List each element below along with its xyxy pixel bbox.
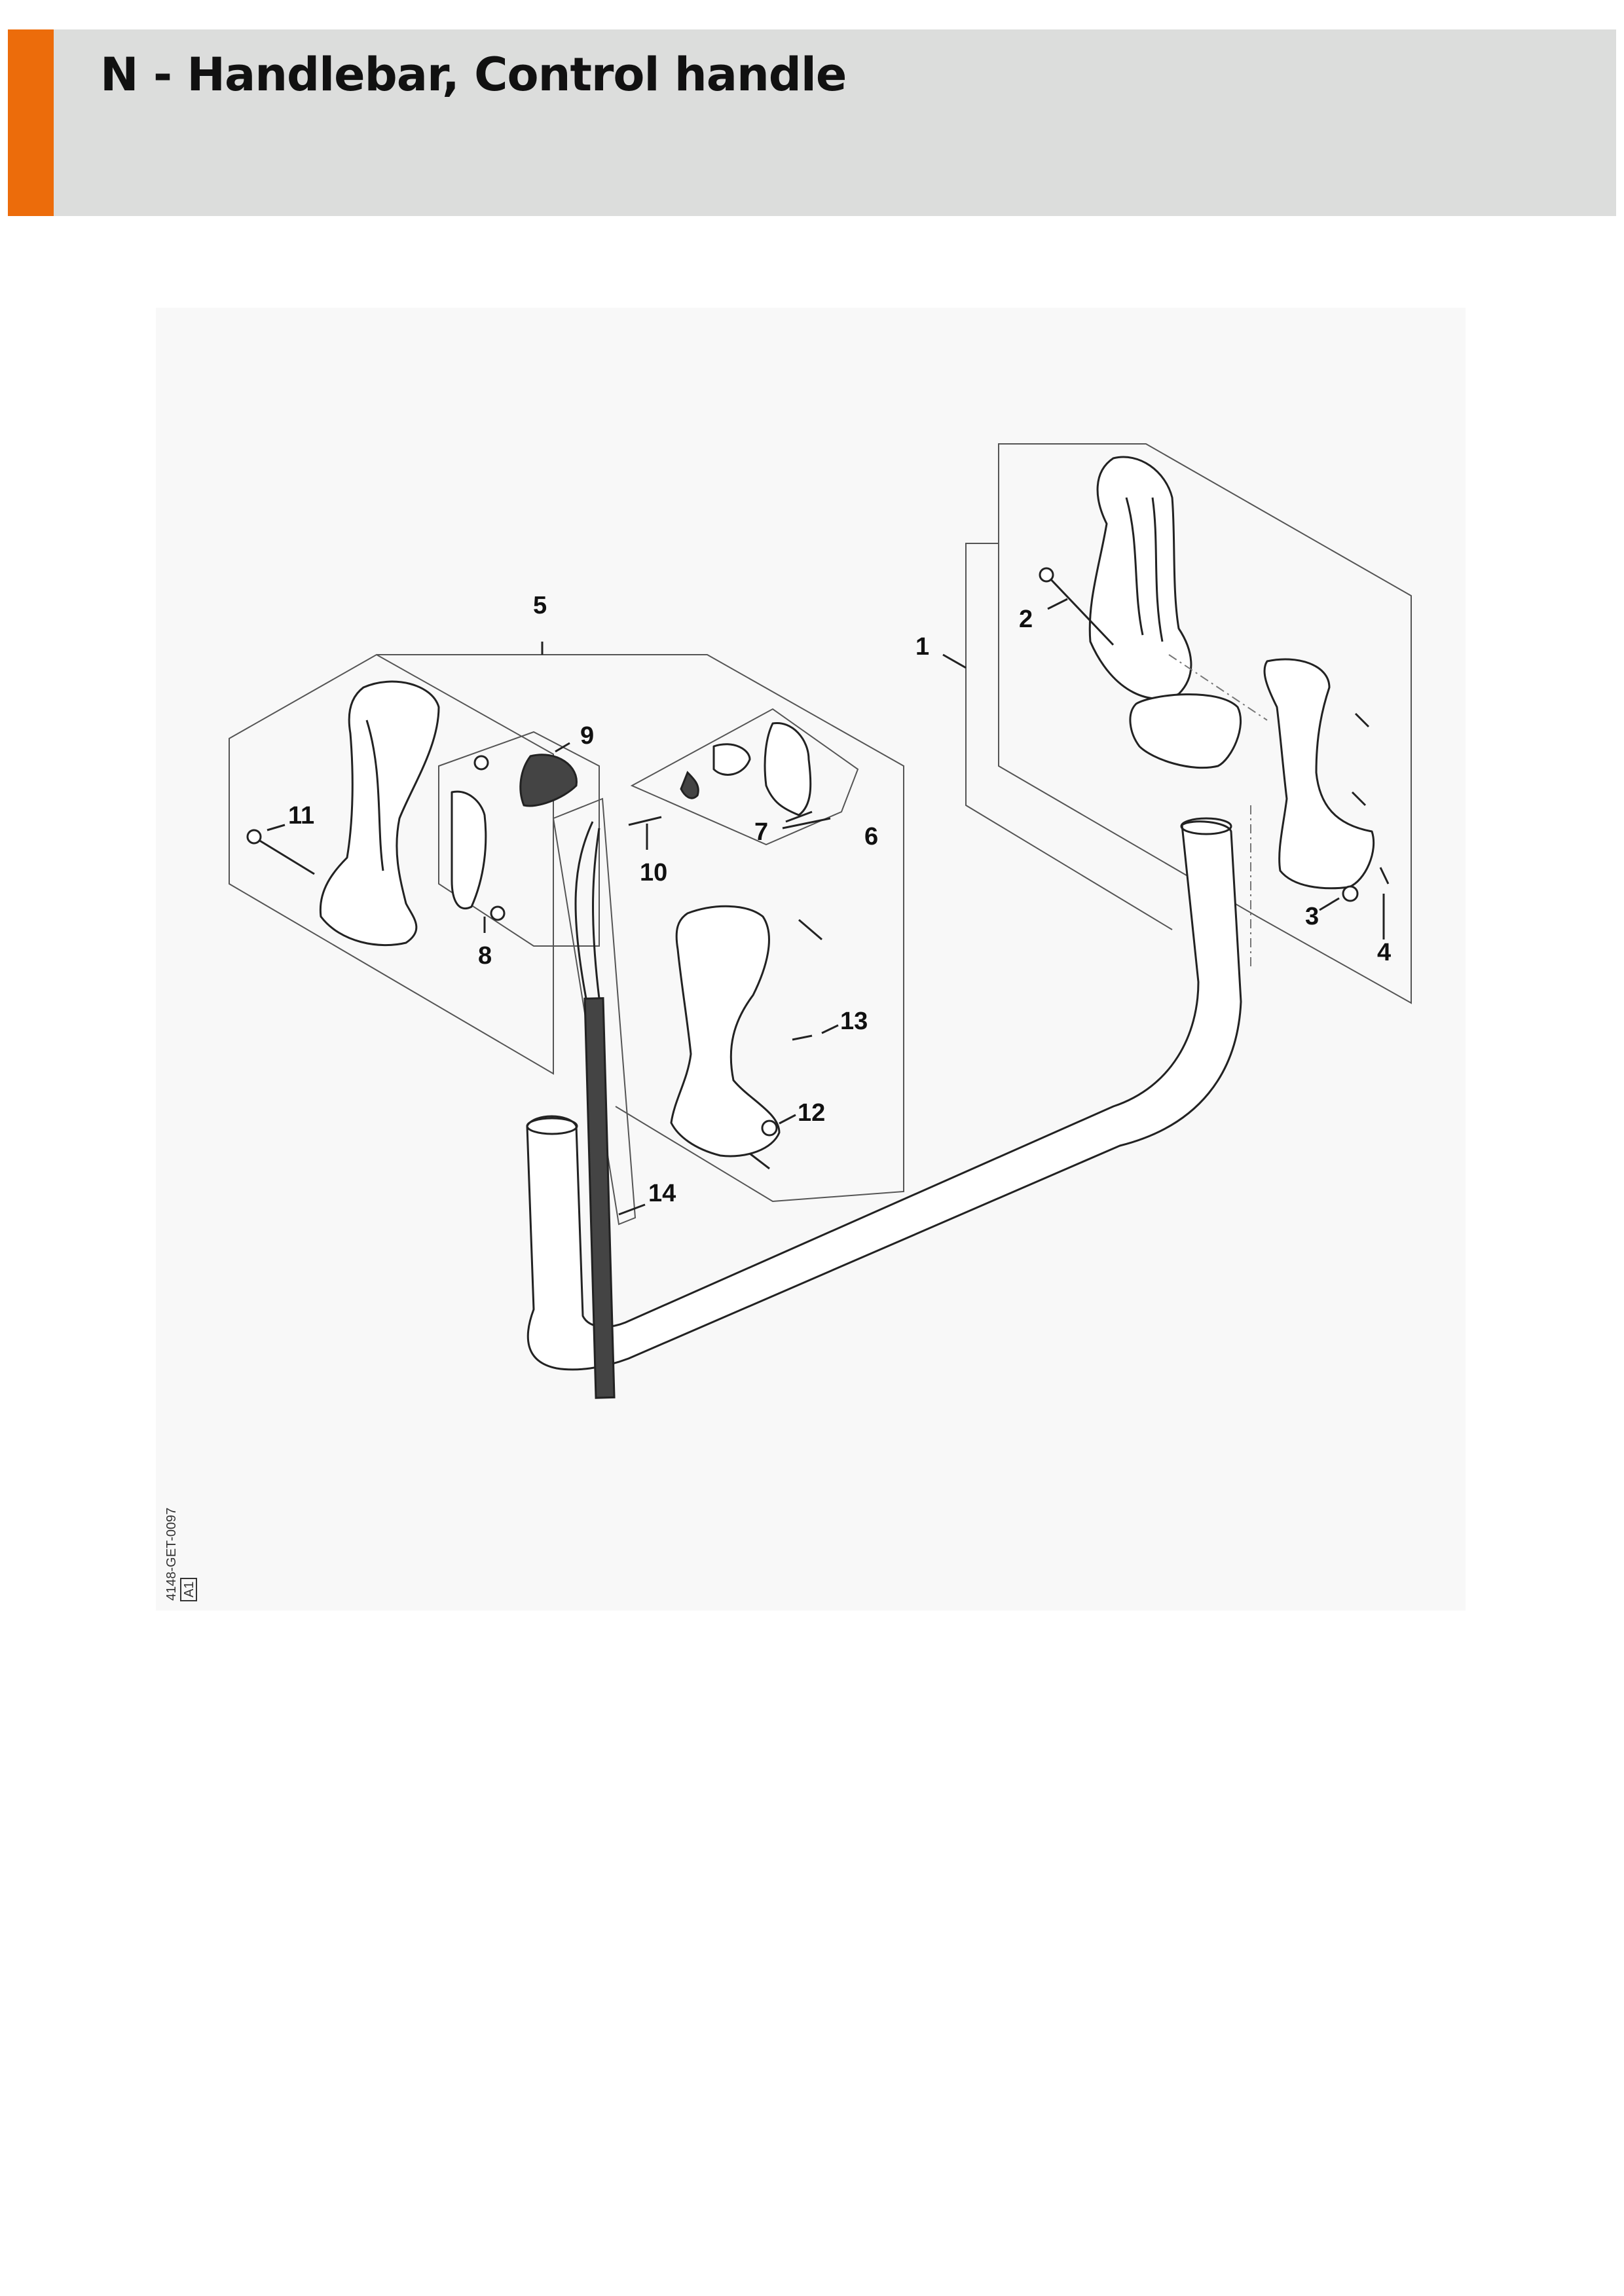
throttle-spring <box>680 771 699 799</box>
nut-3-icon <box>1342 885 1359 902</box>
handlebar-tube <box>526 817 1242 1371</box>
screw-icon <box>749 1152 770 1170</box>
left-handle-assembly <box>229 642 904 1203</box>
throttle-pivot <box>712 743 751 776</box>
callout-8: 8 <box>478 942 492 970</box>
control-handle-grip-left <box>670 905 781 1157</box>
handlebar-group-bracket <box>965 543 1173 930</box>
reference-code-block: 4148-GET-0097 A1 <box>164 1508 197 1601</box>
screw-4-icon <box>1379 867 1390 884</box>
control-handle-shell-right <box>1088 456 1192 700</box>
screw-13-icon <box>792 1034 813 1041</box>
spring-8-icon <box>490 905 506 921</box>
header-accent-bar <box>8 29 54 216</box>
throttle-sub-box <box>630 708 859 846</box>
control-handle-grip-right <box>1263 658 1375 890</box>
screw-11-icon <box>255 837 315 875</box>
throttle-trigger <box>764 722 812 816</box>
throttle-cable <box>552 797 646 1399</box>
trigger-sub-box <box>438 731 600 947</box>
callout-9: 9 <box>580 722 594 750</box>
callout-3: 3 <box>1305 903 1319 930</box>
callout-6: 6 <box>864 823 878 850</box>
callout-labels: 1 2 3 4 5 6 7 8 9 10 11 12 13 14 <box>288 592 1391 1207</box>
callout-10: 10 <box>640 859 667 886</box>
trigger-lever <box>451 790 487 909</box>
callout-12: 12 <box>798 1099 825 1127</box>
screw-icon <box>1354 712 1370 728</box>
header-band <box>8 29 1616 216</box>
callout-14: 14 <box>648 1180 676 1207</box>
right-assembly-box <box>998 443 1412 1004</box>
handlebar-tube-outline <box>526 820 1242 1371</box>
nut-12-icon <box>761 1120 778 1137</box>
trigger-interlock <box>519 754 578 807</box>
cable-sheath <box>583 997 616 1399</box>
right-handle-assembly <box>942 443 1412 1004</box>
callout-13: 13 <box>840 1008 868 1035</box>
left-assembly-box <box>229 653 554 1075</box>
screw-2-icon <box>1046 575 1115 646</box>
callout-7: 7 <box>754 818 768 846</box>
reference-code: 4148-GET-0097 <box>164 1508 179 1601</box>
callout-1: 1 <box>915 633 929 661</box>
left-assembly-group-bracket <box>377 654 904 1203</box>
callout-2: 2 <box>1019 606 1033 633</box>
callout-11: 11 <box>288 802 314 829</box>
screw-icon <box>1351 791 1367 807</box>
spring-icon <box>473 755 489 771</box>
pin-10-icon <box>628 816 662 826</box>
diagram-area <box>156 308 1466 1611</box>
screw-icon <box>798 919 822 941</box>
callout-5: 5 <box>533 592 547 619</box>
callout-4: 4 <box>1377 939 1391 966</box>
reference-badge-box <box>180 1578 197 1601</box>
reference-badge: A1 <box>182 1582 196 1597</box>
handle-cover-plate <box>1129 693 1242 769</box>
page-title: N - Handlebar, Control handle <box>100 48 847 101</box>
